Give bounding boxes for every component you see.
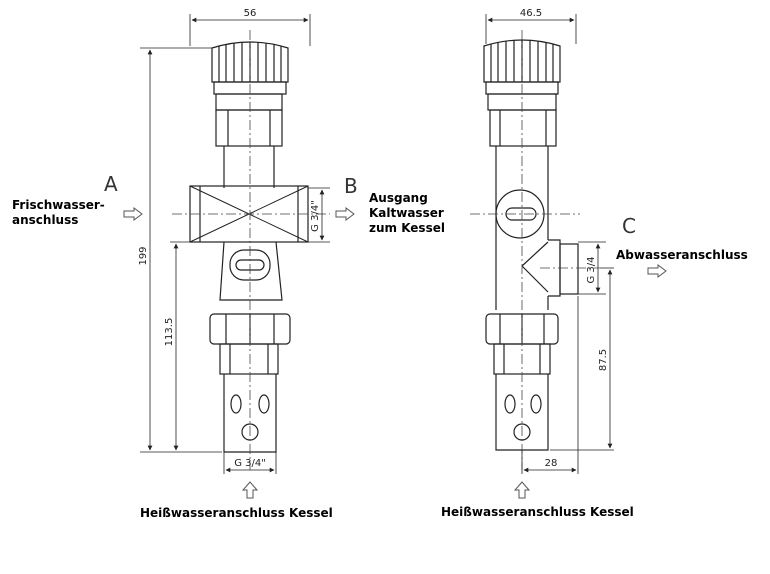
dim-bottom-thread: G 3/4" bbox=[234, 458, 266, 469]
inlet-arrow-icon bbox=[123, 207, 143, 221]
dim-lower-height: 113.5 bbox=[164, 318, 175, 347]
right-valve-drawing bbox=[483, 39, 579, 451]
bottom-left-up-arrow-icon bbox=[241, 481, 259, 499]
outlet-label-line-3: zum Kessel bbox=[369, 221, 445, 235]
outlet-label-line-2: Kaltwasser bbox=[369, 206, 444, 220]
bottom-right-label: Heißwasseranschluss Kessel bbox=[441, 505, 634, 519]
inlet-label-line-1: Frischwasser- bbox=[12, 198, 105, 212]
dim-bottom-offset-right: 28 bbox=[545, 458, 558, 469]
dim-top-width-right: 46.5 bbox=[520, 8, 542, 19]
outlet-arrow-icon bbox=[335, 207, 355, 221]
inlet-label-line-2: anschluss bbox=[12, 213, 79, 227]
bottom-left-label: Heißwasseranschluss Kessel bbox=[140, 506, 333, 520]
port-letter-c: C bbox=[622, 214, 636, 238]
port-letter-a: A bbox=[104, 172, 118, 196]
dim-top-width: 56 bbox=[244, 8, 257, 19]
dim-side-thread: G 3/4" bbox=[310, 200, 321, 232]
dim-side-thread-right: G 3/4 bbox=[586, 256, 597, 283]
left-valve-drawing bbox=[189, 41, 309, 453]
inlet-label: Frischwasser- anschluss bbox=[12, 198, 105, 228]
outlet-label-line-1: Ausgang bbox=[369, 191, 428, 205]
outlet-label: Ausgang Kaltwasser zum Kessel bbox=[369, 191, 445, 236]
port-letter-b: B bbox=[344, 174, 358, 198]
bottom-right-up-arrow-icon bbox=[513, 481, 531, 499]
drain-arrow-icon bbox=[647, 264, 667, 278]
drain-label: Abwasseranschluss bbox=[616, 248, 748, 262]
dim-overall-height: 199 bbox=[138, 246, 149, 265]
dim-lower-height-right: 87.5 bbox=[598, 349, 609, 371]
